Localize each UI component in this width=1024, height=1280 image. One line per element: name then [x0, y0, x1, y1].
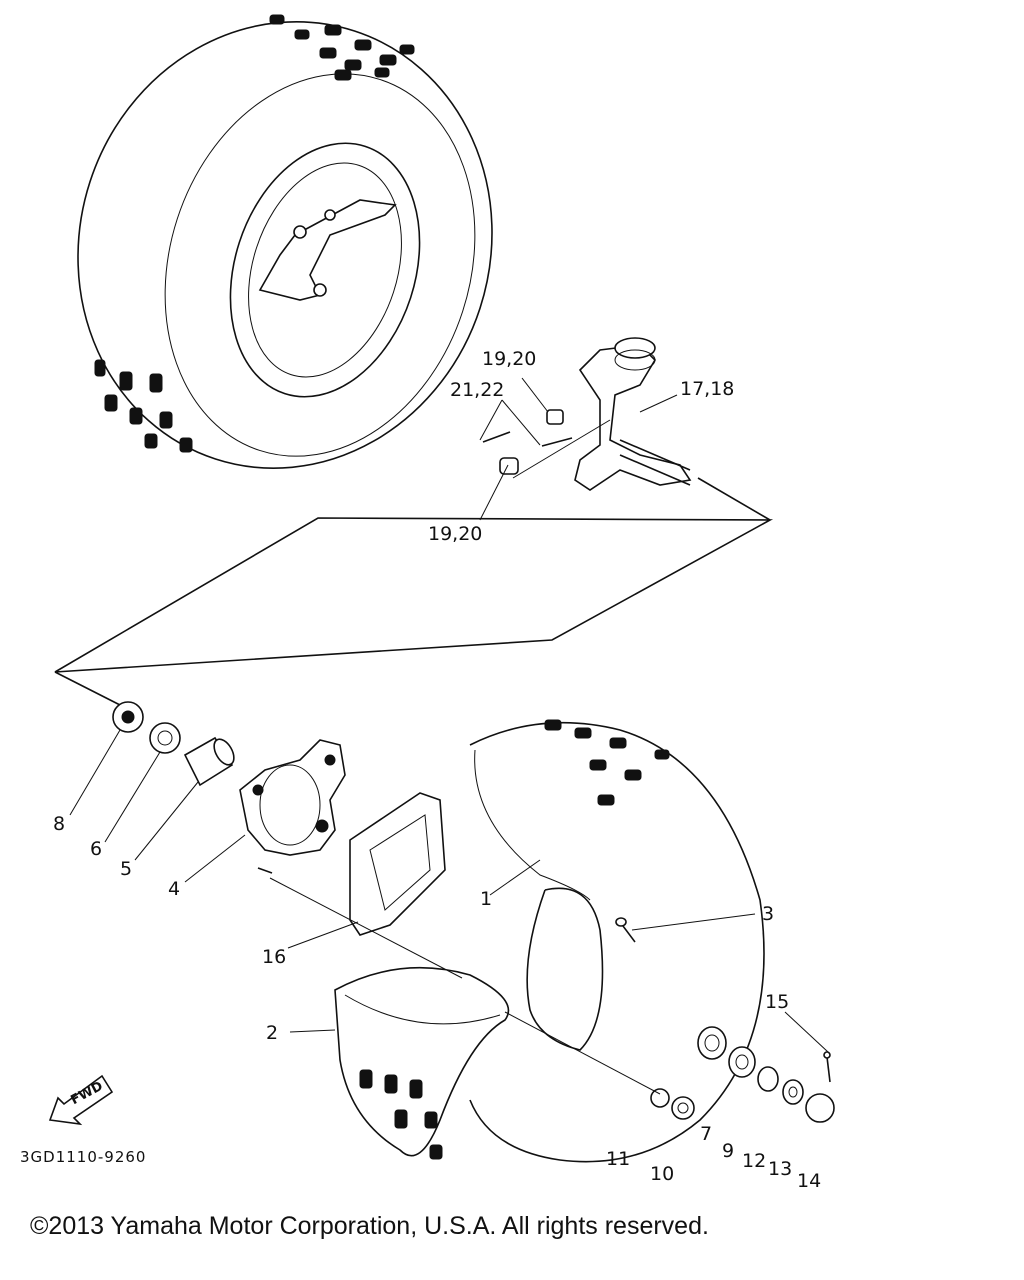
steering-knuckle-illustration: [482, 337, 692, 491]
callout-9: 9: [722, 1140, 735, 1162]
callout-8: 8: [53, 813, 66, 835]
assembly-plane-outline: [54, 517, 774, 673]
split-wheel-illustration: [334, 719, 765, 1163]
callout-1: 1: [480, 888, 493, 910]
callout-17-18: 17,18: [680, 378, 735, 400]
callout-2: 2: [266, 1022, 279, 1044]
callout-4: 4: [168, 878, 181, 900]
leader-lines: [69, 377, 829, 1095]
wheel-hub-illustration: [239, 739, 346, 874]
diagram-code: 3GD1110-9260: [20, 1148, 147, 1166]
copyright-notice: ©2013 Yamaha Motor Corporation, U.S.A. A…: [30, 1212, 709, 1240]
callout-6: 6: [90, 838, 103, 860]
assembled-wheel-illustration: [77, 14, 493, 469]
callout-13: 13: [768, 1158, 793, 1180]
callout-21-22: 21,22: [450, 379, 505, 401]
callout-14: 14: [797, 1170, 822, 1192]
callout-10: 10: [650, 1163, 675, 1185]
callout-12: 12: [742, 1150, 767, 1172]
callout-5: 5: [120, 858, 133, 880]
gasket-plate-illustration: [349, 792, 446, 936]
tread-blocks-side: [94, 359, 193, 453]
callout-15: 15: [765, 991, 790, 1013]
callout-3: 3: [762, 903, 775, 925]
callout-19-20-top: 19,20: [482, 348, 537, 370]
fastener-parts: [650, 1026, 835, 1123]
callout-11: 11: [606, 1148, 631, 1170]
bearing-and-spacer-parts: [112, 701, 235, 787]
callout-7: 7: [700, 1123, 713, 1145]
fwd-arrow-icon: [48, 1074, 114, 1126]
callout-16: 16: [262, 946, 287, 968]
tread-blocks-top: [269, 14, 415, 81]
callout-19-20-bottom: 19,20: [428, 523, 483, 545]
